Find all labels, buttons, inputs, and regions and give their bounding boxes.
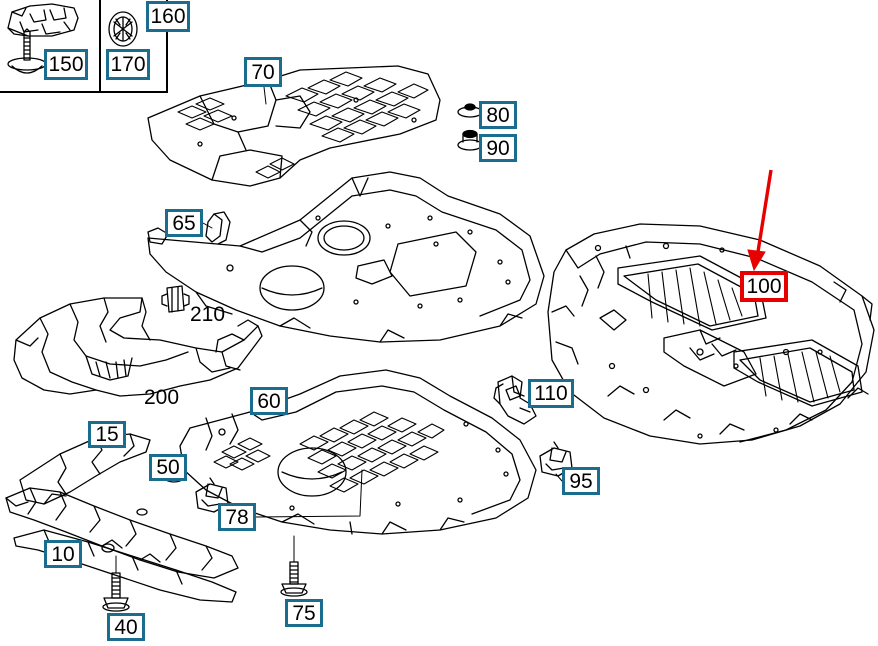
- callout-150[interactable]: 150: [44, 49, 88, 80]
- callout-78[interactable]: 78: [218, 503, 256, 531]
- callout-90[interactable]: 90: [479, 134, 517, 162]
- part-200-wheel-arch-liner: [13, 297, 263, 397]
- part-100-underbody-paneling: [547, 223, 875, 445]
- part-40-hex-bolt: [102, 572, 130, 612]
- callout-65[interactable]: 65: [165, 209, 203, 237]
- leader-lines: [115, 86, 563, 574]
- callout-95[interactable]: 95: [562, 467, 600, 495]
- part-65-noise-panel: [147, 171, 545, 343]
- inset-panel-frame: [0, 0, 168, 93]
- callout-15[interactable]: 15: [88, 421, 126, 448]
- part-170-grommet: [108, 11, 138, 47]
- label-210: 210: [190, 303, 226, 326]
- part-10-underride-guard: [5, 487, 239, 603]
- callout-160[interactable]: 160: [146, 1, 190, 32]
- part-60-paneling-lower: [179, 369, 537, 535]
- callout-50[interactable]: 50: [149, 454, 187, 481]
- callout-10[interactable]: 10: [44, 540, 82, 568]
- part-150-expanding-rivet: [7, 28, 47, 74]
- part-75-hex-bolt: [280, 561, 308, 597]
- callout-75[interactable]: 75: [285, 599, 323, 627]
- inset-panel-divider: [99, 0, 101, 93]
- callout-110[interactable]: 110: [528, 379, 574, 408]
- callout-80[interactable]: 80: [479, 101, 517, 129]
- part-15-spoiler-trim: [19, 433, 151, 505]
- part-110-bracket: [493, 375, 537, 425]
- part-95-retaining-clip: [539, 441, 573, 477]
- callout-70[interactable]: 70: [244, 57, 282, 87]
- callout-40[interactable]: 40: [107, 613, 145, 641]
- callout-100-highlighted[interactable]: 100: [740, 271, 788, 302]
- part-80-washer: [457, 103, 483, 118]
- part-210-clip: [161, 285, 190, 313]
- callout-170[interactable]: 170: [106, 49, 150, 80]
- callout-60[interactable]: 60: [250, 387, 288, 415]
- part-70-paneling-upper: [147, 65, 441, 187]
- label-200: 200: [144, 386, 180, 409]
- highlight-arrow: [747, 169, 773, 272]
